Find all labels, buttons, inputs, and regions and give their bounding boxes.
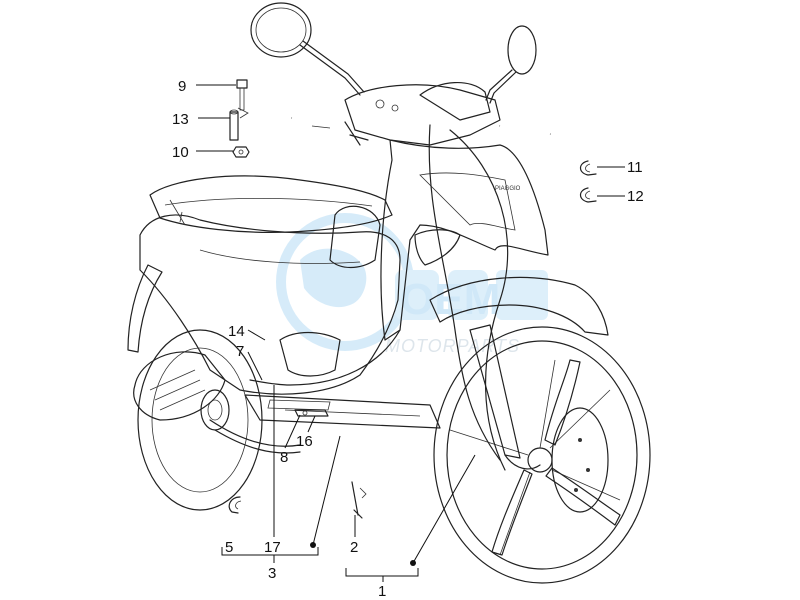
cable-end-2 bbox=[351, 481, 367, 519]
handlebar bbox=[291, 81, 551, 146]
nut-10 bbox=[232, 146, 250, 158]
left-mirror bbox=[250, 2, 365, 96]
callout-2: 2 bbox=[350, 539, 358, 556]
front-fork bbox=[469, 324, 541, 470]
callout-3: 3 bbox=[268, 565, 276, 582]
front-mudguard bbox=[429, 276, 609, 336]
muffler bbox=[133, 351, 301, 454]
rear-body bbox=[139, 199, 401, 395]
callout-7: 7 bbox=[236, 343, 244, 360]
callout-8: 8 bbox=[280, 449, 288, 466]
clip-5 bbox=[228, 496, 242, 514]
seat bbox=[149, 175, 393, 233]
watermark-globe-icon bbox=[276, 213, 414, 351]
bushing-13 bbox=[229, 107, 249, 141]
watermark-tagline: MOTORPARTS bbox=[385, 336, 520, 356]
right-mirror bbox=[485, 25, 537, 104]
cable-clamp-16 bbox=[294, 409, 329, 417]
brake-cables bbox=[249, 124, 509, 471]
clip-11 bbox=[579, 160, 597, 176]
callout-17: 17 bbox=[264, 539, 281, 556]
callout-12: 12 bbox=[627, 188, 644, 205]
rear-mudguard bbox=[127, 264, 163, 353]
leader-lines bbox=[196, 84, 625, 582]
front-shield: PIAGGIO bbox=[380, 139, 549, 341]
callout-5: 5 bbox=[225, 539, 233, 556]
clip-12 bbox=[579, 187, 597, 203]
callout-11: 11 bbox=[627, 159, 643, 176]
callout-16: 16 bbox=[296, 433, 313, 450]
callout-10: 10 bbox=[172, 144, 189, 161]
bolt-9 bbox=[236, 79, 248, 111]
callout-14: 14 bbox=[228, 323, 245, 340]
front-wheel bbox=[433, 326, 651, 584]
callout-13: 13 bbox=[172, 111, 189, 128]
brand-logo: PIAGGIO bbox=[495, 186, 521, 192]
footboard bbox=[244, 394, 441, 429]
callout-1: 1 bbox=[378, 583, 386, 600]
callout-9: 9 bbox=[178, 78, 186, 95]
callout-labels: 9 13 10 11 12 14 7 8 16 5 17 3 2 1 bbox=[172, 78, 644, 600]
